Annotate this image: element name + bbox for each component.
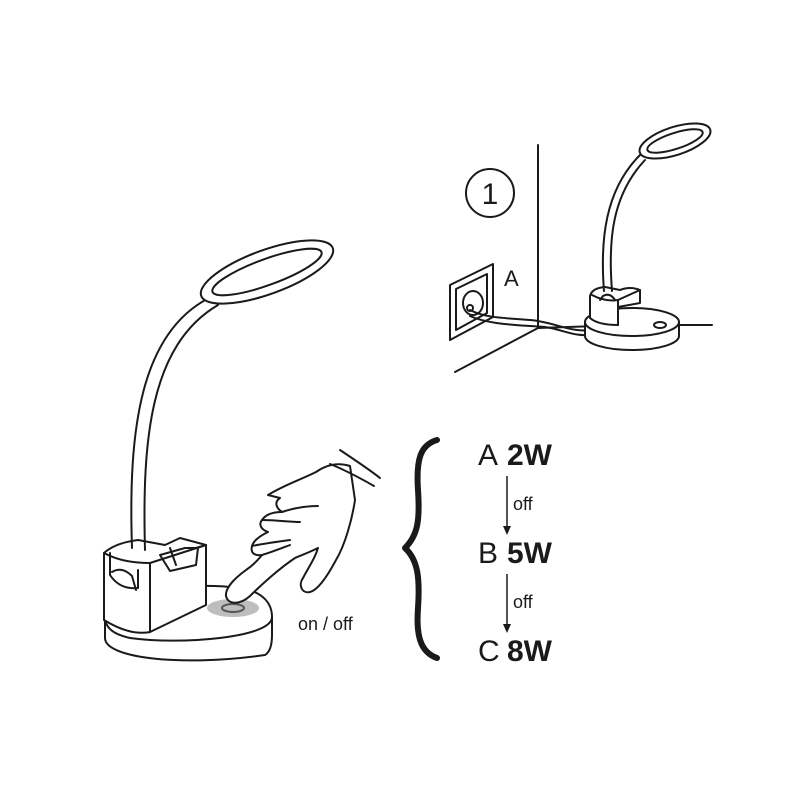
transition-1: off <box>503 476 534 535</box>
mode-a-watt: 2W <box>507 439 553 472</box>
transition-2-label: off <box>513 592 534 612</box>
mode-b-letter: B <box>478 537 498 570</box>
socket-label: A <box>504 266 519 291</box>
transition-1-label: off <box>513 494 534 514</box>
mode-b-watt: 5W <box>507 537 553 570</box>
mode-a: A 2W <box>478 439 553 472</box>
step-number-badge: 1 <box>465 168 515 218</box>
mode-brace <box>402 437 440 661</box>
mode-c-letter: C <box>478 635 500 668</box>
main-lamp-illustration: on / off <box>103 239 381 662</box>
touch-sensor-icon <box>221 603 245 613</box>
touch-glow <box>207 599 259 617</box>
arrow-down-icon <box>503 624 511 633</box>
power-cord <box>469 309 593 332</box>
arrow-down-icon <box>503 526 511 535</box>
mode-c: C 8W <box>478 635 553 668</box>
step-1-illustration: 1 A <box>449 122 713 373</box>
touch-button <box>207 599 259 617</box>
pointing-hand <box>224 449 381 604</box>
step-number: 1 <box>482 178 499 211</box>
transition-2: off <box>503 574 534 633</box>
small-lamp <box>584 122 712 351</box>
mode-sequence: A 2W off B 5W off C 8W <box>402 437 553 668</box>
gooseneck-arm <box>130 295 219 551</box>
on-off-label: on / off <box>298 614 354 634</box>
mode-b: B 5W <box>478 537 553 570</box>
power-cord-2 <box>469 315 596 337</box>
mode-a-letter: A <box>478 439 498 472</box>
mode-c-watt: 8W <box>507 635 553 668</box>
wall-socket <box>449 263 494 341</box>
lamp-head <box>199 239 335 305</box>
pen-holder <box>103 537 207 634</box>
